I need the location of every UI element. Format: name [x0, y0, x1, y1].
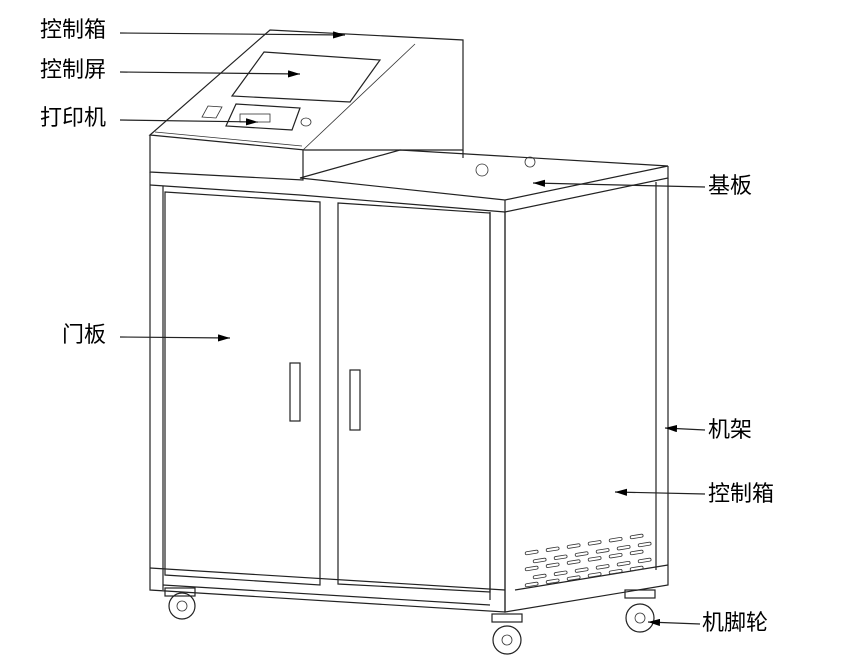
vent-slot — [545, 578, 560, 584]
vent-slot — [629, 565, 644, 572]
vent-slot — [553, 554, 568, 560]
vent-slot — [587, 556, 602, 562]
label-base-plate: 基板 — [708, 174, 753, 199]
vent-slot — [616, 560, 631, 567]
vent-slot — [595, 564, 610, 570]
vent-slot — [532, 573, 547, 580]
label-casters: 机脚轮 — [702, 611, 769, 636]
vent-slot — [566, 543, 581, 549]
control-box — [148, 29, 464, 181]
label-control-box-side: 控制箱 — [708, 482, 775, 507]
vent-slot — [545, 546, 560, 552]
printer — [201, 103, 312, 131]
vent-slot — [637, 541, 652, 548]
vent-slot — [524, 581, 539, 588]
vent-slot — [566, 559, 581, 565]
vent-slot — [524, 565, 539, 572]
vent-slot — [574, 551, 589, 557]
vent-slot — [574, 567, 589, 573]
vent-slots — [524, 533, 652, 588]
label-frame: 机架 — [708, 418, 753, 443]
vent-slot — [566, 575, 581, 581]
vent-slot — [637, 557, 652, 564]
base-plate — [299, 149, 669, 213]
casters — [164, 587, 656, 655]
frame — [149, 172, 669, 613]
vent-slot — [532, 557, 547, 564]
vent-slot — [524, 549, 539, 556]
vent-slot — [608, 568, 623, 575]
label-door-panel: 门板 — [62, 323, 107, 348]
vent-slot — [553, 570, 568, 576]
vent-slot — [545, 562, 560, 568]
label-printer: 打印机 — [40, 106, 107, 131]
vent-slot — [587, 540, 602, 546]
vent-slot — [629, 533, 644, 540]
leader-lines — [119, 31, 706, 627]
vent-slot — [629, 549, 644, 556]
control-screen — [230, 51, 382, 103]
label-control-box-top: 控制箱 — [40, 18, 107, 43]
vent-slot — [587, 572, 602, 578]
label-control-screen: 控制屏 — [40, 58, 107, 83]
vent-slot — [608, 536, 623, 543]
vent-slot — [595, 548, 610, 554]
vent-slot — [616, 544, 631, 551]
vent-slot — [608, 552, 623, 559]
door-panels — [164, 191, 491, 593]
